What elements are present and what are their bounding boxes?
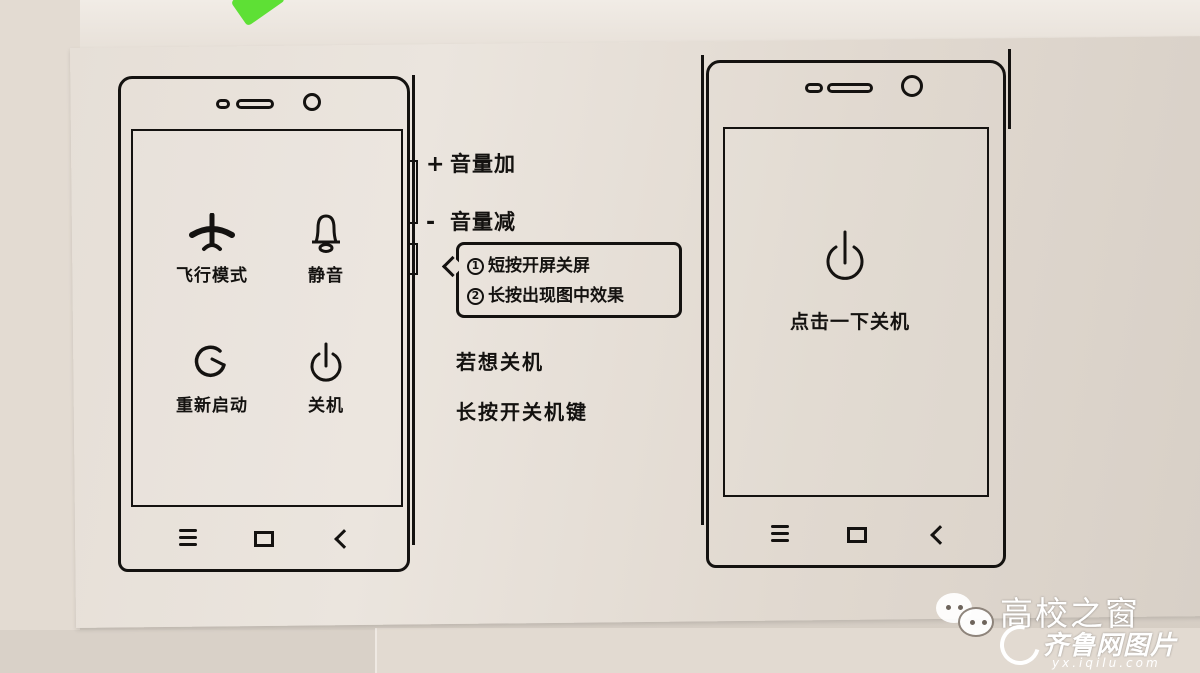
power-icon [281, 341, 371, 385]
watermark-title: 高校之窗 [1000, 594, 1140, 633]
tile-label: 重新启动 [176, 396, 248, 416]
menu-icon[interactable] [179, 529, 197, 547]
airplane-icon [167, 211, 257, 255]
volume-up-annotation: +音量加 [426, 148, 516, 178]
back-icon[interactable] [930, 525, 950, 545]
callout-text: 短按开屏关屏 [488, 256, 590, 276]
callout-text: 长按出现图中效果 [488, 286, 624, 306]
circled-number: 2 [467, 288, 484, 305]
watermark: 高校之窗 齐鲁网图片 yx.iqilu.com [930, 585, 1200, 673]
phone-side-edge [412, 75, 415, 545]
phone-mockup-tap-to-shutdown: 点击一下关机 [701, 49, 1011, 568]
volume-rocker[interactable] [410, 160, 418, 224]
wechat-logo-icon [958, 607, 994, 637]
tile-power-off[interactable]: 关机 [281, 341, 371, 416]
front-camera-icon [303, 93, 321, 111]
back-icon[interactable] [334, 529, 354, 549]
volume-down-label: 音量减 [450, 210, 516, 234]
power-icon[interactable] [820, 229, 870, 285]
plus-sign: + [426, 152, 446, 177]
background-wall-left [0, 0, 80, 673]
tile-label: 关机 [308, 396, 344, 416]
earpiece-left-icon [216, 99, 230, 109]
home-button-icon[interactable] [254, 531, 274, 547]
volume-down-annotation: -音量减 [426, 206, 516, 236]
screen-area: 飞行模式 静音 重新启动 [131, 129, 403, 507]
speaker-grill-icon [827, 83, 873, 93]
watermark-brand: 齐鲁网图片 [1042, 631, 1178, 661]
phone-side-edge [701, 55, 704, 525]
earpiece-left-icon [805, 83, 823, 93]
power-key[interactable] [410, 243, 418, 275]
restart-icon [167, 341, 257, 385]
front-camera-icon [901, 75, 923, 97]
bell-icon [281, 211, 371, 255]
tile-silent[interactable]: 静音 [281, 211, 371, 286]
volume-up-label: 音量加 [450, 152, 516, 176]
tap-to-shutdown-label: 点击一下关机 [789, 311, 910, 333]
shutdown-note-line-1: 若想关机 [456, 350, 544, 374]
nav-bar [709, 521, 1003, 549]
tile-airplane-mode[interactable]: 飞行模式 [167, 211, 257, 286]
screen-area: 点击一下关机 [723, 127, 989, 497]
nav-bar [121, 525, 407, 553]
minus-sign: - [426, 210, 437, 235]
home-button-icon[interactable] [847, 527, 867, 543]
circled-number: 1 [467, 258, 484, 275]
phone-side-edge [1008, 49, 1011, 129]
shutdown-note-line-2: 长按开关机键 [456, 400, 588, 424]
tile-label: 静音 [308, 266, 344, 286]
speaker-grill-icon [236, 99, 274, 109]
menu-icon[interactable] [771, 525, 789, 543]
phone-mockup-power-menu: 飞行模式 静音 重新启动 [118, 75, 415, 572]
background-paper-under [375, 628, 1200, 673]
tile-restart[interactable]: 重新启动 [167, 341, 257, 416]
watermark-url: yx.iqilu.com [1052, 656, 1161, 670]
tile-label: 飞行模式 [176, 266, 248, 286]
